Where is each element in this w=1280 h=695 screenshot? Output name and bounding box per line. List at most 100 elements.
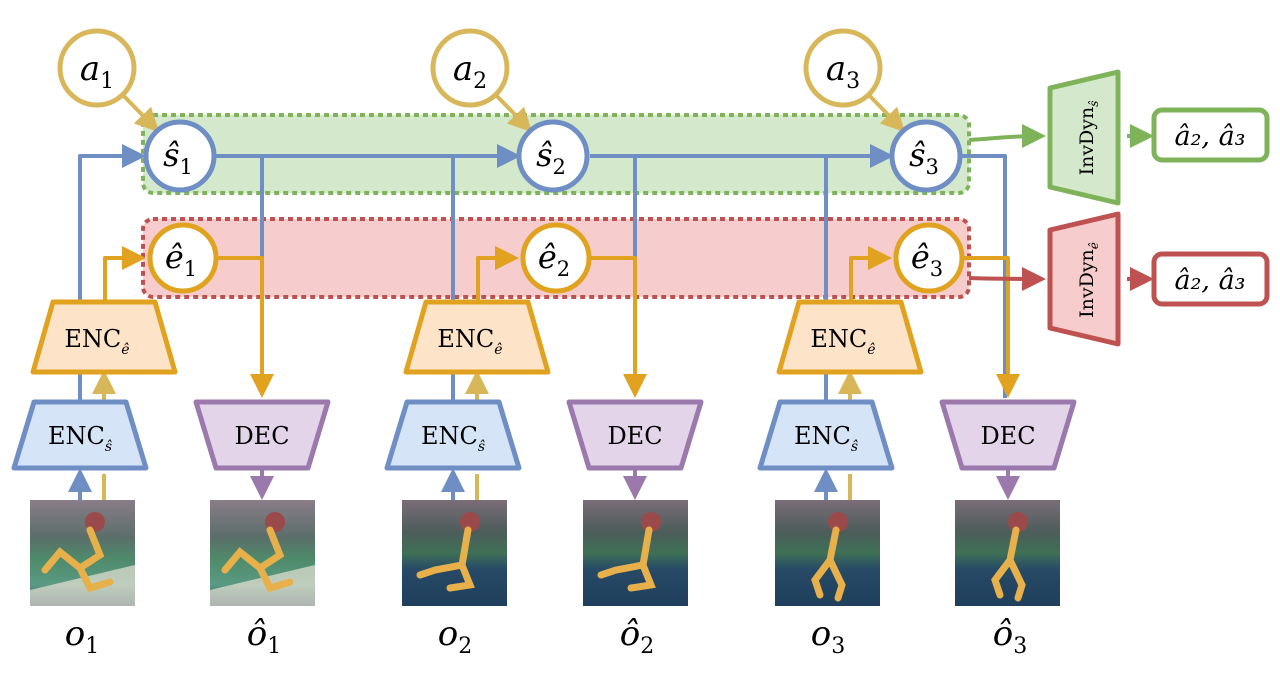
enc-s-box-1: ENCŝ [11,399,149,471]
dec-boxes: DEC DEC DEC [193,399,1077,471]
exo-node-3: ê3 [893,222,965,294]
exo-node-2: ê2 [520,222,592,294]
exo-subscript: 2 [557,257,570,281]
enc-s-subscript: ŝ [478,439,485,455]
enc-e-label: ENC [64,325,121,353]
output-e: â₂, â₃ [1151,251,1270,307]
exo-subscript: 3 [930,257,943,281]
state-node-1: ŝ1 [143,119,217,193]
reconstruction-image-2 [583,500,688,606]
action-label: a [453,49,473,89]
exo-label: ê [911,238,930,276]
action-nodes: a1 a2 a3 [57,28,883,108]
action-node-2: a2 [430,28,510,108]
reconstruction-label-1: ô1 [247,614,281,659]
enc-s-boxes: ENCŝ ENCŝ ENCŝ [11,399,895,471]
enc-e-subscript: ê [867,342,875,358]
enc-e-subscript: ê [494,342,502,358]
exo-subscript: 1 [184,257,197,281]
action-subscript: 2 [473,69,487,94]
svg-text:ê1: ê1 [165,238,197,281]
exo-nodes: ê1 ê2 ê3 [147,222,965,294]
svg-text:ŝ1: ŝ1 [163,136,193,179]
state-label: ŝ [909,136,925,174]
frame-images [30,500,1060,606]
state-label: ŝ [536,136,552,174]
enc-e-boxes: ENCê ENCê ENCê [30,299,924,375]
svg-text:ENCê: ENCê [437,325,502,358]
invdyn-s-module: InvDynŝ [1047,69,1121,206]
svg-text:a1: a1 [80,49,114,94]
observation-label-2: o2 [438,614,472,659]
state-node-2: ŝ2 [516,119,590,193]
state-nodes: ŝ1 ŝ2 ŝ3 [143,119,963,193]
state-subscript: 3 [926,155,939,179]
svg-text:ê3: ê3 [911,238,943,281]
enc-s-box-3: ENCŝ [757,399,895,471]
action-label: a [826,49,846,89]
observation-label-3: o3 [811,614,845,659]
observation-labels: o1 ô1 o2 ô2 o3 ô3 [65,614,1027,659]
enc-e-box-3: ENCê [776,299,924,375]
dec-box-2: DEC [566,399,704,471]
output-s-label: â₂, â₃ [1174,121,1245,152]
action-subscript: 1 [100,69,114,94]
observation-image-3 [775,500,880,606]
output-s: â₂, â₃ [1151,107,1270,163]
enc-s-subscript: ŝ [105,439,112,455]
observation-image-2 [402,500,507,606]
invdyn-e-label: InvDyn [1076,249,1098,318]
enc-e-box-1: ENCê [30,299,178,375]
dec-label: DEC [234,422,289,450]
enc-e-label: ENC [810,325,867,353]
enc-s-label: ENC [48,422,105,450]
exo-label: ê [165,238,184,276]
action-node-1: a1 [57,28,137,108]
enc-e-box-2: ENCê [403,299,551,375]
svg-text:ê2: ê2 [538,238,570,281]
state-label: ŝ [163,136,179,174]
action-label: a [80,49,100,89]
dec-label: DEC [607,422,662,450]
state-subscript: 1 [180,155,193,179]
svg-text:ENCŝ: ENCŝ [421,422,485,455]
invdyn-e-subscript: ê [1087,242,1101,249]
exo-label: ê [538,238,557,276]
svg-text:a3: a3 [826,49,860,94]
enc-e-label: ENC [437,325,494,353]
enc-s-subscript: ŝ [851,439,858,455]
enc-s-box-2: ENCŝ [384,399,522,471]
svg-text:ENCŝ: ENCŝ [48,422,112,455]
action-node-3: a3 [803,28,883,108]
dec-label: DEC [980,422,1035,450]
enc-s-label: ENC [421,422,478,450]
action-subscript: 3 [846,69,860,94]
state-subscript: 2 [553,155,566,179]
dec-box-1: DEC [193,399,331,471]
invdyn-s-subscript: ŝ [1087,101,1101,107]
svg-text:InvDynê: InvDynê [1076,242,1101,318]
output-e-label: â₂, â₃ [1174,265,1245,296]
svg-text:ENCê: ENCê [64,325,129,358]
enc-e-subscript: ê [121,342,129,358]
invdyn-s-label: InvDyn [1076,107,1098,176]
enc-s-label: ENC [794,422,851,450]
reconstruction-image-3 [955,500,1060,606]
svg-text:ENCê: ENCê [810,325,875,358]
reconstruction-label-2: ô2 [620,614,654,659]
svg-text:ŝ2: ŝ2 [536,136,566,179]
svg-text:ENCŝ: ENCŝ [794,422,858,455]
invdyn-e-module: InvDynê [1047,211,1121,347]
observation-image-1 [30,500,135,606]
observation-label-1: o1 [65,614,99,659]
reconstruction-label-3: ô3 [993,614,1027,659]
svg-text:ŝ3: ŝ3 [909,136,939,179]
dec-box-3: DEC [939,399,1077,471]
reconstruction-image-1 [210,500,315,606]
svg-text:InvDynŝ: InvDynŝ [1076,101,1101,176]
state-node-3: ŝ3 [889,119,963,193]
exo-node-1: ê1 [147,222,219,294]
svg-text:a2: a2 [453,49,487,94]
